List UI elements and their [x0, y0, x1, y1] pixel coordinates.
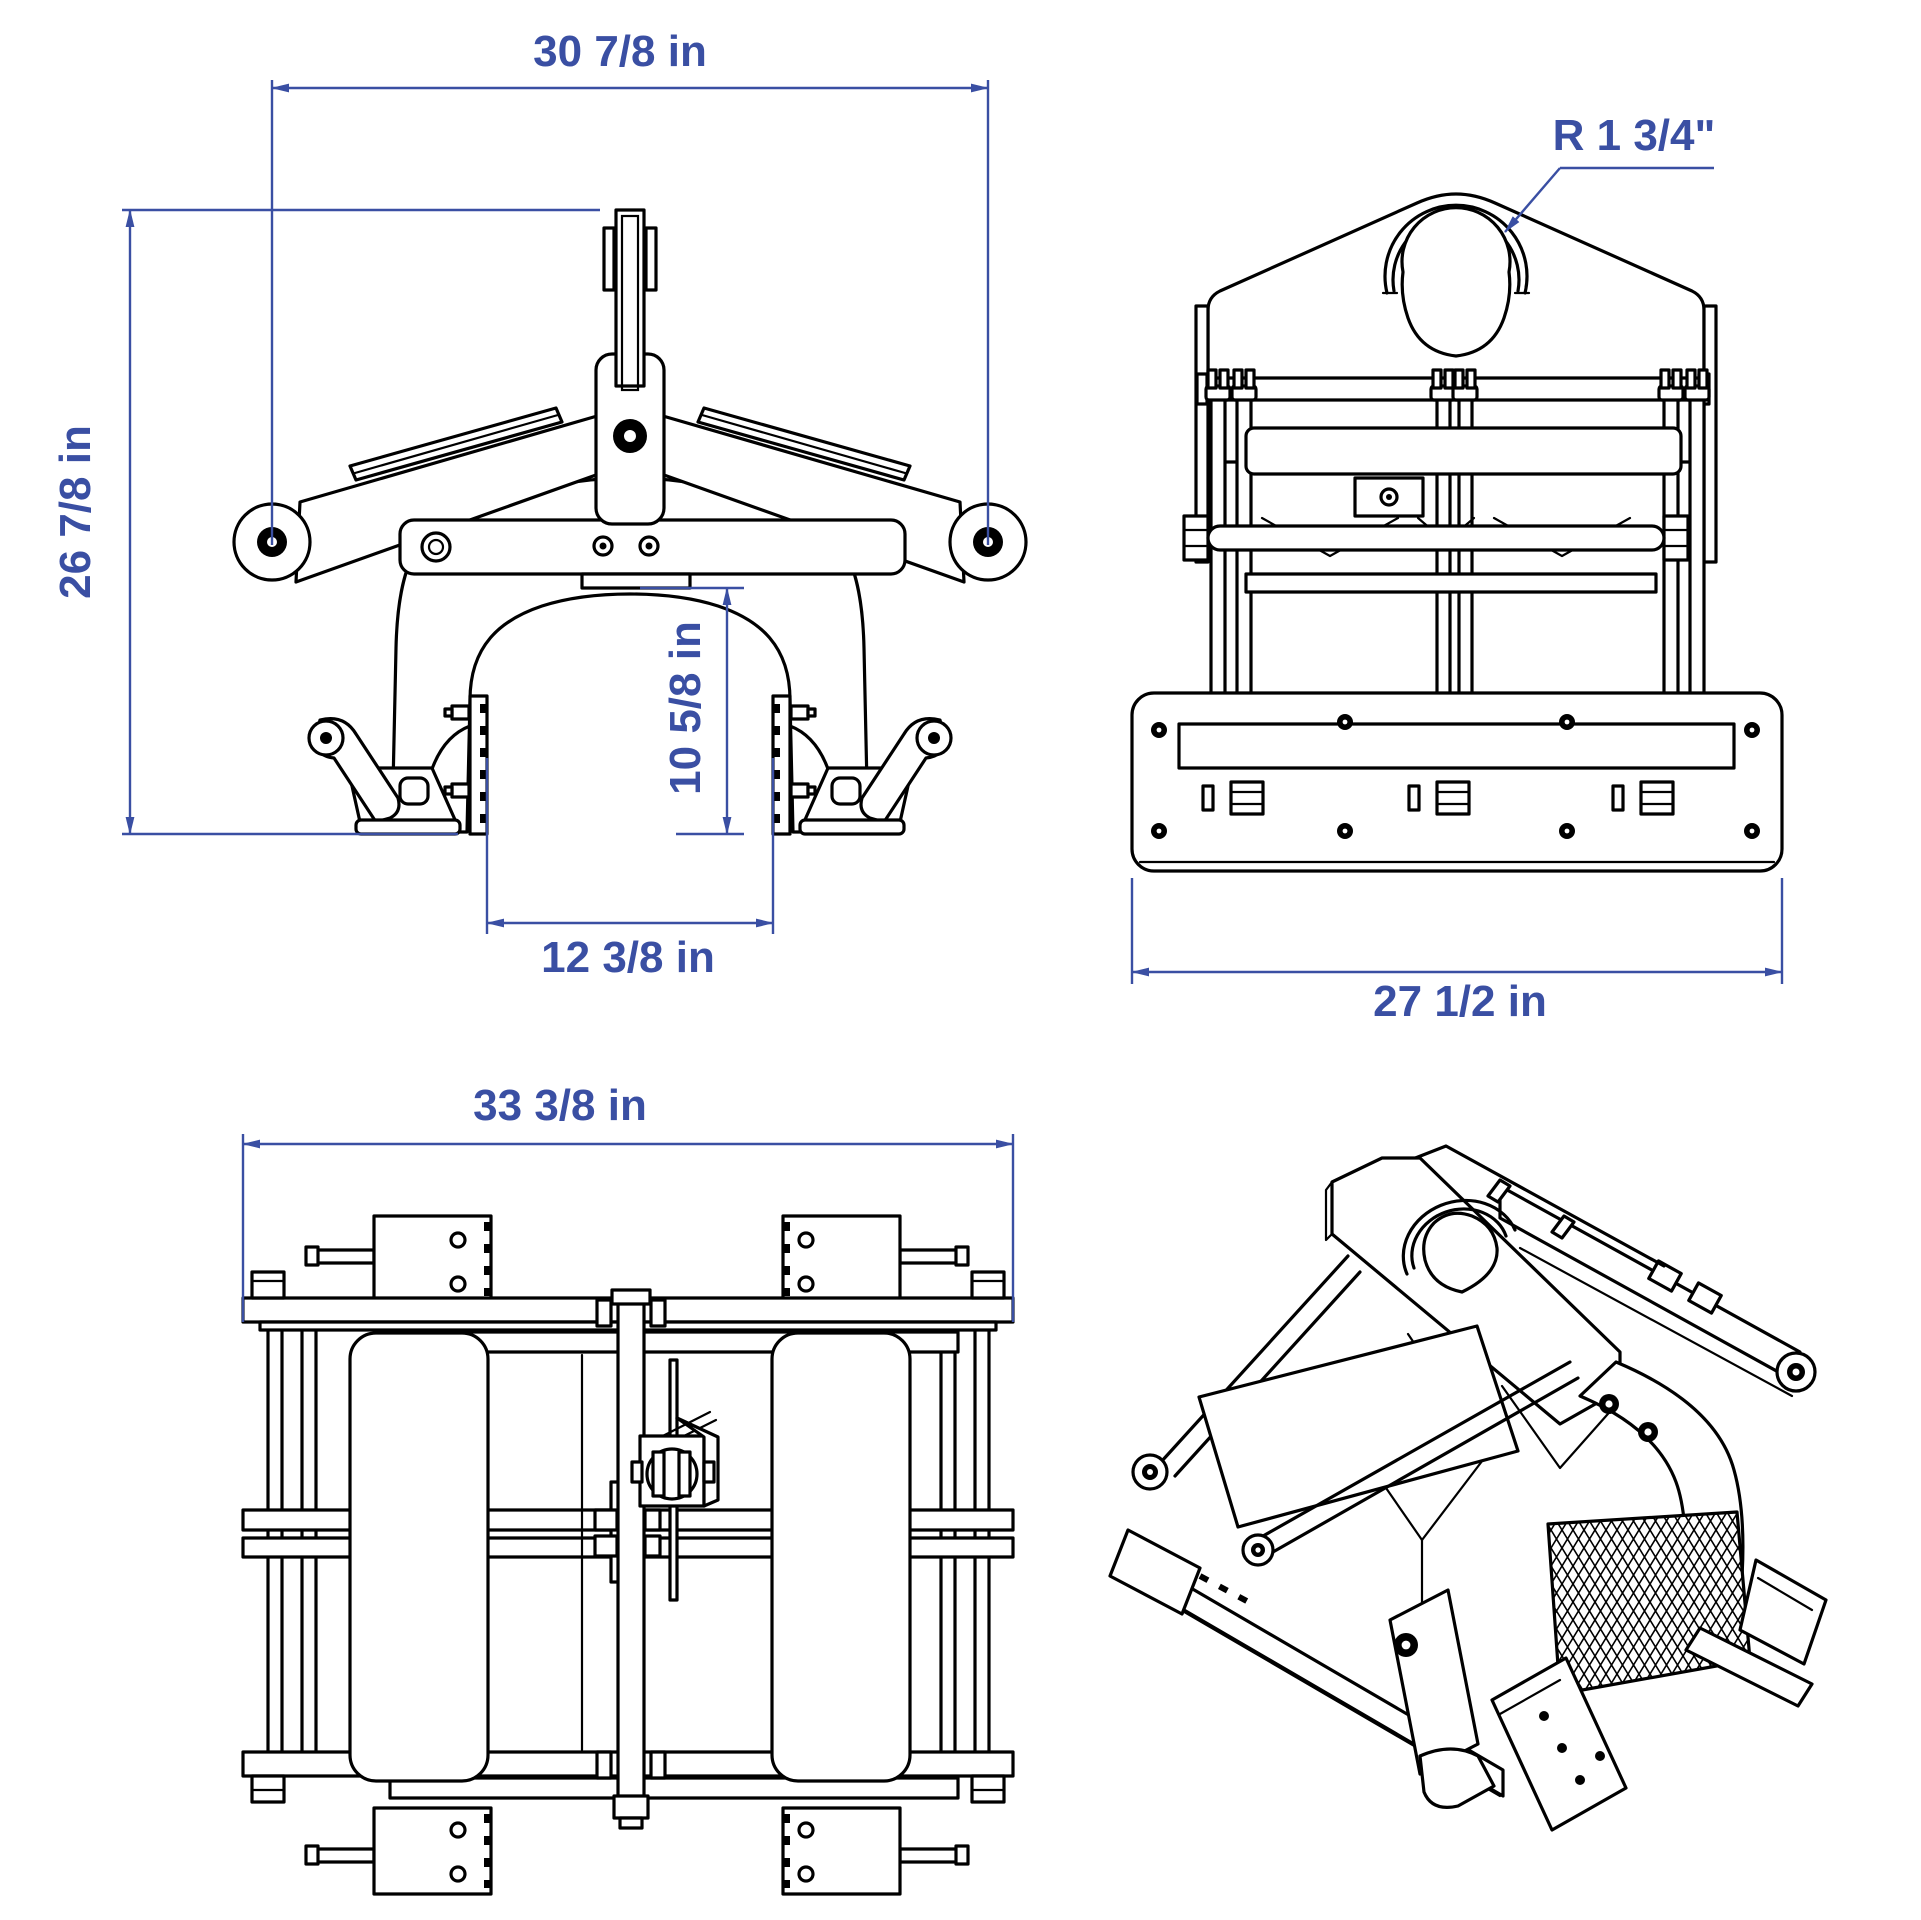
dim-top-overall-width: 33 3/8 in — [241, 1081, 1015, 1322]
callout-eye-radius: R 1 3/4" — [1504, 111, 1716, 233]
side-view: R 1 3/4" 27 1/2 in — [1130, 111, 1784, 1026]
dim-front-overall-width: 30 7/8 in — [270, 27, 990, 545]
dim-front-jaw-height: 10 5/8 in — [640, 586, 744, 836]
eye-radius-label: R 1 3/4" — [1553, 111, 1716, 160]
dim-side-base-width: 27 1/2 in — [1130, 878, 1784, 1026]
front-overall-height-label: 26 7/8 in — [51, 425, 100, 599]
side-base-bolts — [1151, 714, 1760, 839]
dim-front-overall-height: 26 7/8 in — [51, 208, 600, 836]
front-clamp-body — [232, 208, 1028, 836]
dim-front-jaw-width: 12 3/8 in — [485, 758, 775, 982]
front-jaw-height-label: 10 5/8 in — [661, 621, 710, 795]
isometric-view — [1108, 1144, 1828, 1832]
top-center-shackle — [630, 1410, 720, 1508]
side-base-width-label: 27 1/2 in — [1373, 977, 1547, 1026]
side-clamp-body — [1130, 192, 1784, 873]
top-clamp-body — [241, 1214, 1015, 1896]
front-jaw-width-label: 12 3/8 in — [541, 933, 715, 982]
top-overall-width-label: 33 3/8 in — [473, 1081, 647, 1130]
front-overall-width-label: 30 7/8 in — [533, 27, 707, 76]
top-view: 33 3/8 in — [241, 1081, 1015, 1896]
front-view: 30 7/8 in 26 7/8 in 10 5/8 in 12 3/8 in — [51, 27, 1028, 982]
